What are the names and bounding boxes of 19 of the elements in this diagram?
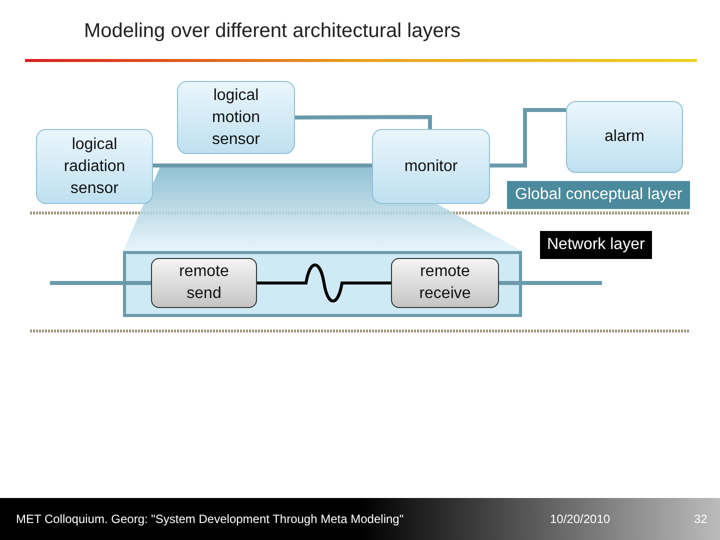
page-number: 32 bbox=[694, 512, 708, 526]
connector-line bbox=[50, 281, 151, 285]
footer-text: MET Colloquium. Georg: "System Development Through Meta Modeling" bbox=[16, 512, 404, 526]
footer-date: 10/20/2010 bbox=[550, 512, 610, 526]
process-box: logical radiation sensor bbox=[36, 129, 153, 204]
process-box: remote receive bbox=[391, 258, 499, 308]
process-box: remote send bbox=[151, 258, 257, 308]
signal-connector bbox=[257, 264, 391, 302]
container-box bbox=[123, 251, 522, 317]
connector-line bbox=[153, 164, 372, 168]
connector-line bbox=[490, 108, 566, 168]
connector-line bbox=[295, 115, 432, 129]
process-box: alarm bbox=[566, 101, 683, 173]
process-box: monitor bbox=[372, 129, 490, 204]
process-box: logical motion sensor bbox=[177, 81, 295, 154]
layer-label: Global conceptual layer bbox=[507, 181, 690, 209]
layer-label: Network layer bbox=[540, 231, 652, 259]
connector-line bbox=[499, 281, 602, 285]
slide-title: Modeling over different architectural layers bbox=[84, 20, 460, 43]
